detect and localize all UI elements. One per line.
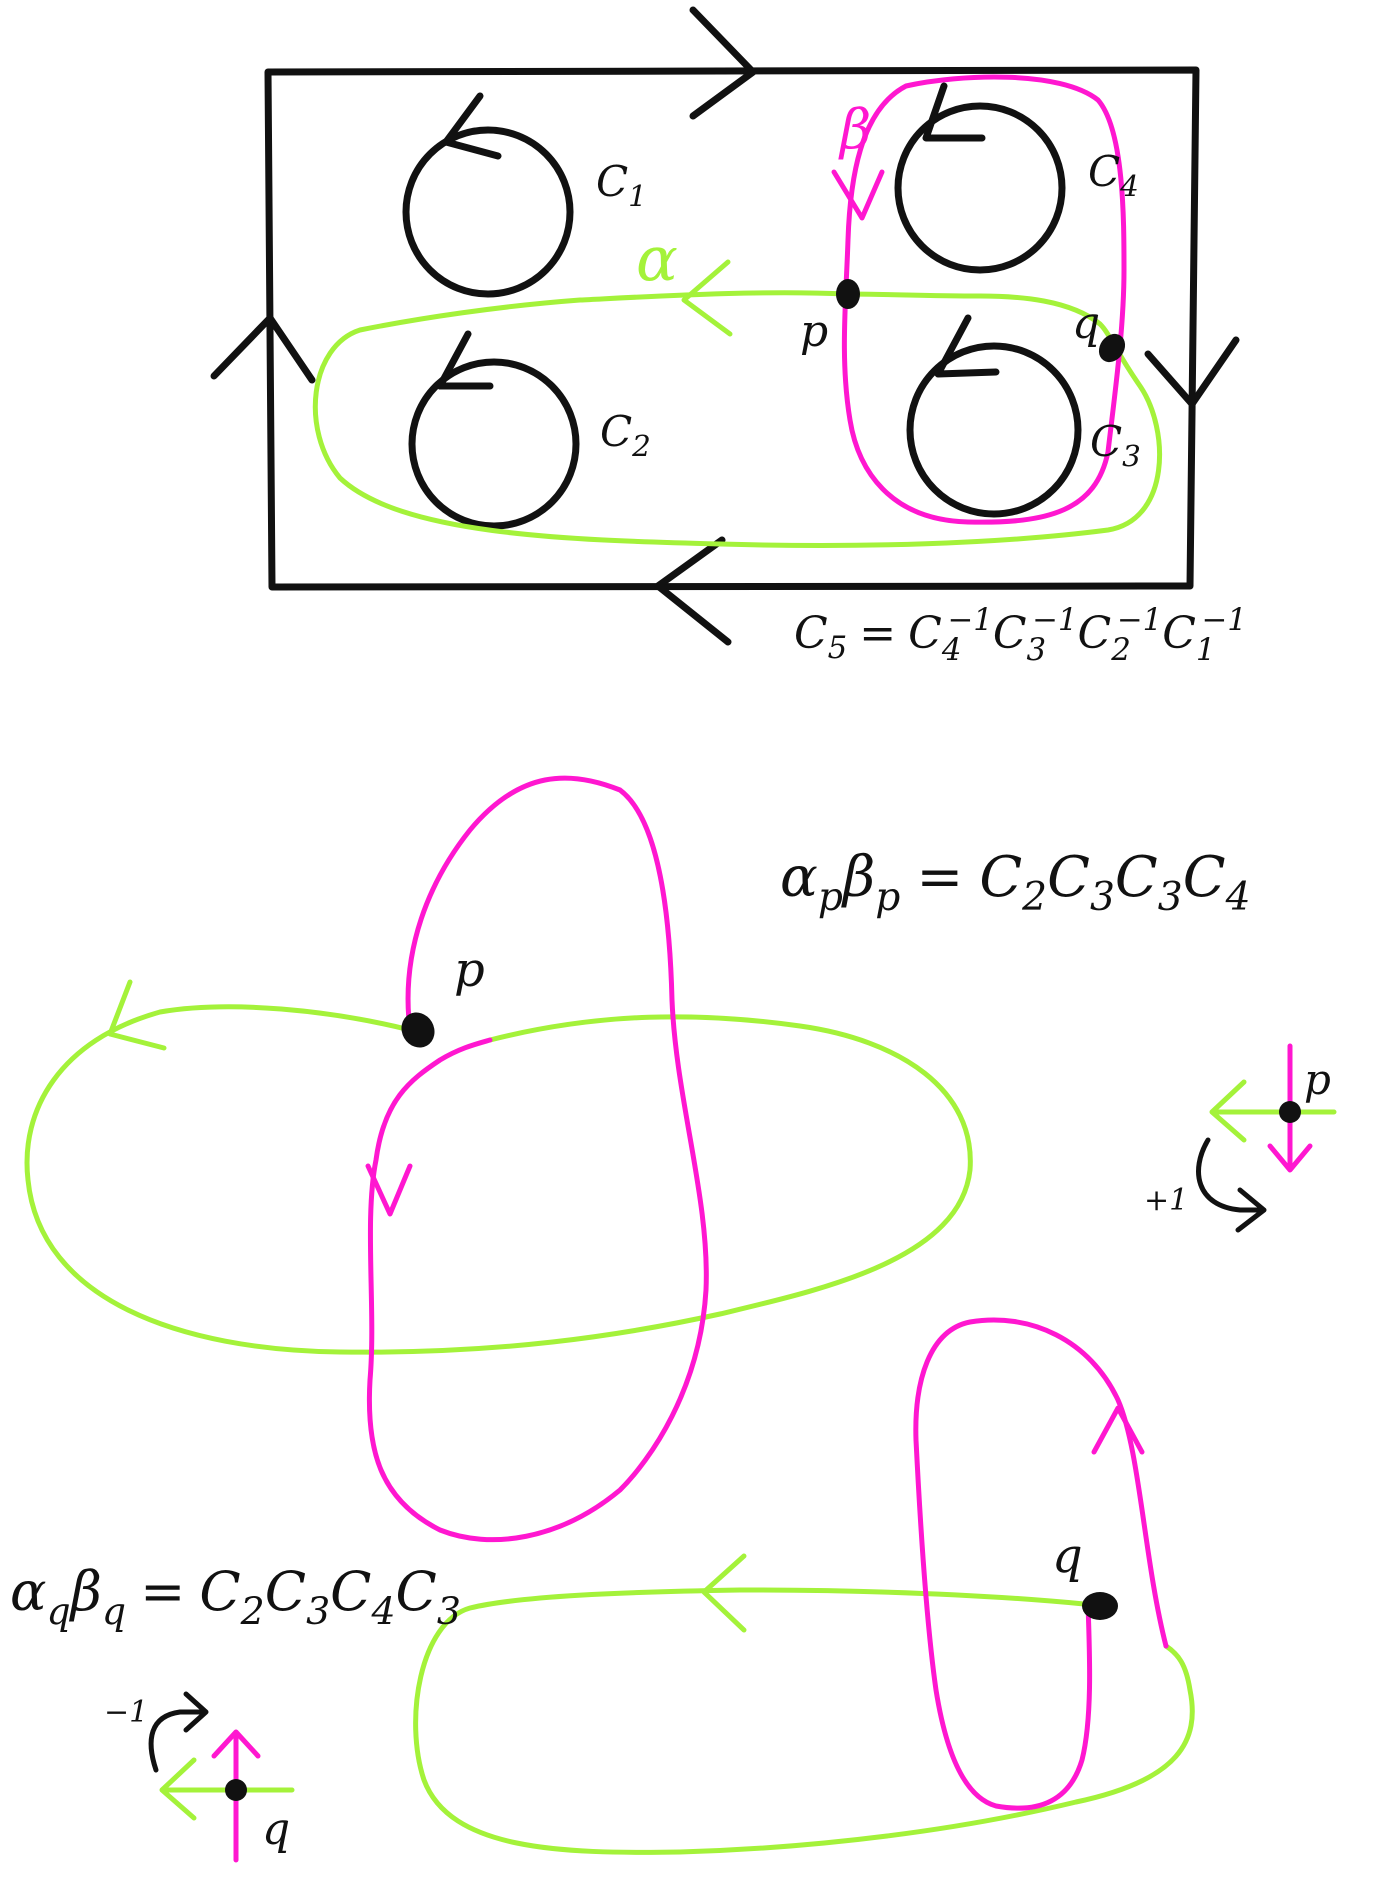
right-edge-arrow [1144, 336, 1240, 408]
curve-alpha-arrow [681, 259, 733, 337]
circle-c2-arrow [436, 330, 494, 390]
q-curve-beta-arrow [1091, 1405, 1145, 1455]
q-curve-beta [913, 1317, 1169, 1811]
circle-c4-arrow [922, 82, 986, 142]
p-diagram: p αpβp=C2C3C3C4 p +1 [24, 775, 1337, 1543]
label-c4: C4 [1088, 147, 1139, 203]
circle-c1 [402, 92, 574, 298]
circle-c3-arrow [934, 314, 1000, 378]
q-sign-point-label: q [262, 1804, 290, 1855]
p-sign-alpha-arrow [1209, 1079, 1337, 1143]
p-curve-beta [366, 775, 709, 1543]
label-point-q: q [1072, 298, 1100, 349]
relation-c5: C5=C4−1C3−1C2−1C1−1 [794, 602, 1247, 668]
q-equation: αqβq=C2C3C4C3 [10, 1560, 461, 1633]
p-curve-alpha-arrow [107, 979, 167, 1051]
left-edge-arrow [210, 314, 316, 384]
point-p-dot [836, 279, 860, 309]
label-c2: C2 [600, 407, 651, 463]
curve-beta [841, 74, 1127, 525]
label-c3: C3 [1090, 417, 1141, 473]
p-sign-point-label: p [1304, 1055, 1331, 1104]
top-diagram: C1 C4 C2 C3 α β p q C5=C4−1C3−1C2−1C1−1 [210, 6, 1247, 668]
q-point-dot [1082, 1592, 1118, 1620]
p-sign-rotation-arrow [1196, 1137, 1267, 1233]
p-sign-dot [1279, 1101, 1301, 1123]
circle-c1-arrow [442, 92, 502, 160]
q-sign-dot [225, 1779, 247, 1801]
q-diagram: q αqβq=C2C3C4C3 q −1 [10, 1317, 1195, 1863]
q-sign-label: −1 [104, 1695, 148, 1730]
point-q-dot [1098, 333, 1126, 363]
label-alpha: α [636, 222, 678, 295]
top-edge-arrow [689, 6, 757, 120]
circle-c2 [408, 330, 580, 530]
label-c1: C1 [596, 157, 647, 213]
curve-alpha [312, 290, 1163, 548]
curve-beta-arrow [831, 169, 885, 221]
q-curve-alpha-arrow [701, 1553, 747, 1633]
circle-c3 [906, 314, 1082, 518]
q-curve-alpha [413, 1587, 1195, 1855]
q-point-label: q [1052, 1528, 1083, 1584]
p-point-dot [401, 1012, 435, 1048]
p-sign-glyph: p +1 [1144, 1043, 1337, 1233]
q-sign-glyph: q −1 [104, 1691, 295, 1863]
circle-c4 [894, 82, 1066, 274]
p-sign-label: +1 [1144, 1183, 1188, 1218]
q-sign-rotation-arrow [148, 1691, 209, 1773]
p-equation: αpβp=C2C3C3C4 [780, 845, 1251, 920]
bottom-edge-arrow [654, 536, 732, 646]
label-beta: β [838, 98, 871, 161]
p-curve-alpha [24, 1004, 973, 1355]
p-point-label: p [454, 942, 485, 998]
fundamental-square [264, 66, 1200, 591]
label-point-p: p [800, 306, 828, 357]
p-curve-beta-arrow [365, 1163, 413, 1217]
